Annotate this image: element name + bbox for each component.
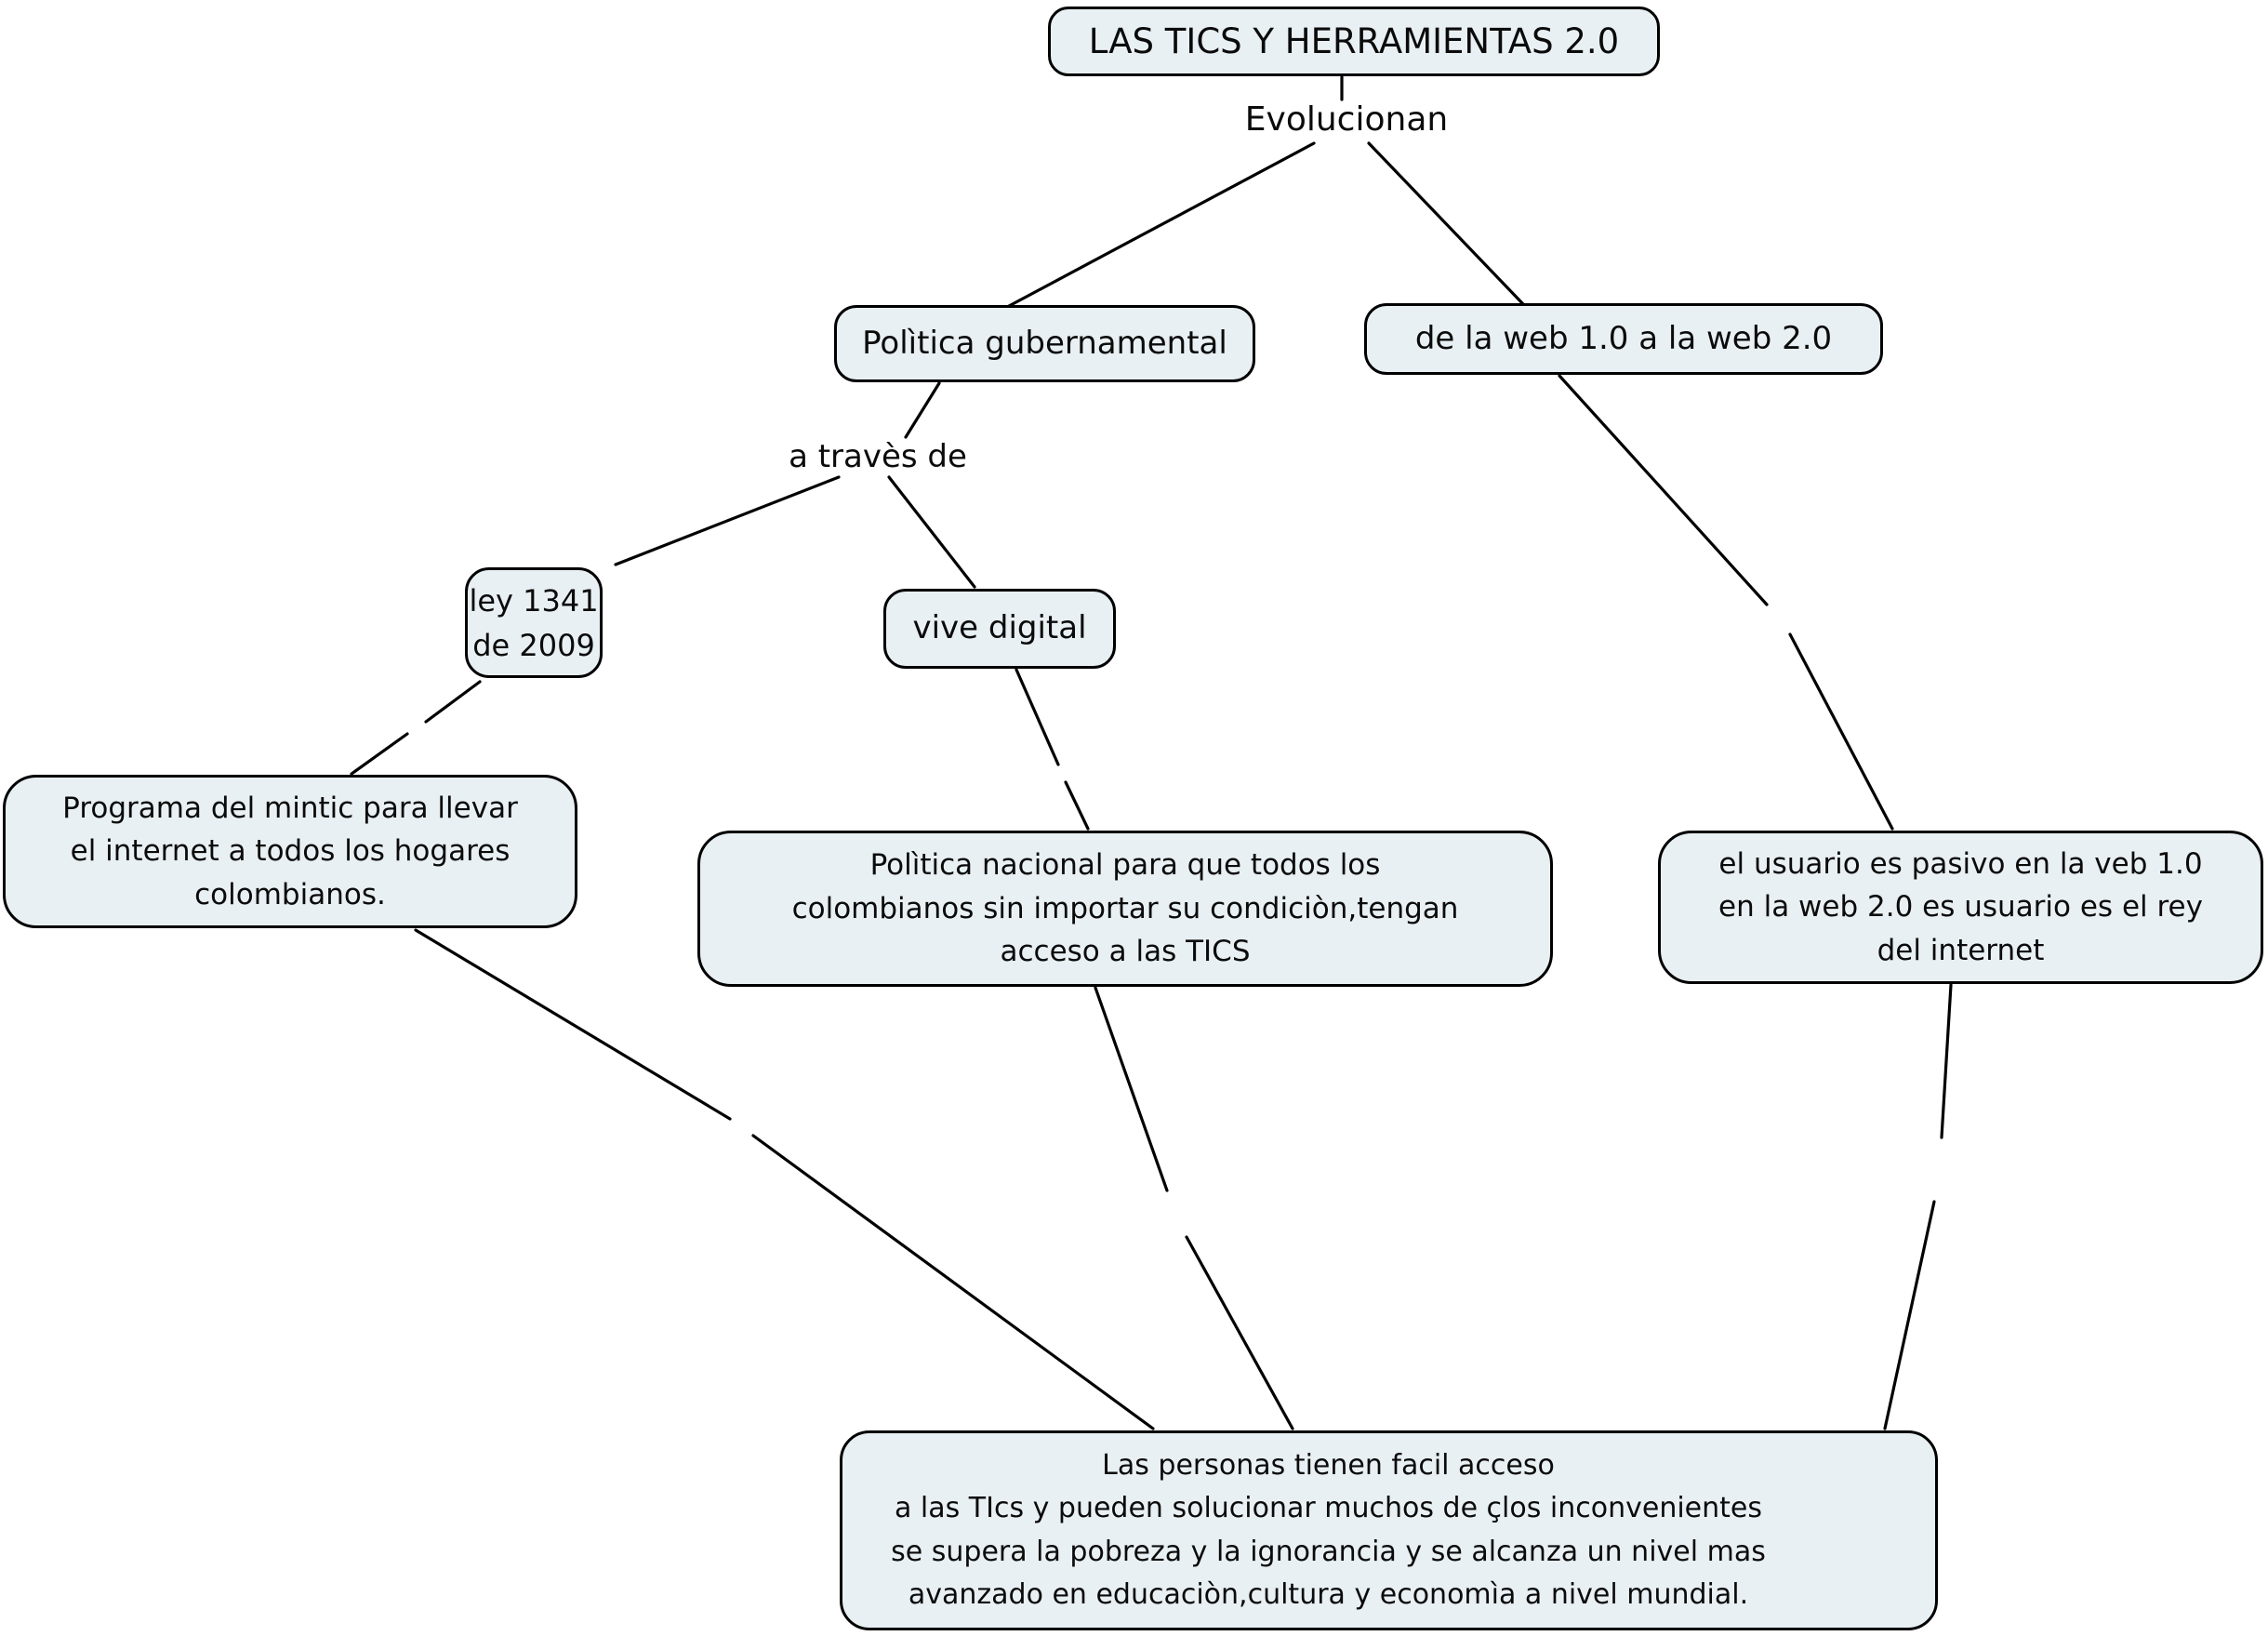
concept-node-politica-gubernamental[interactable]: Polìtica gubernamental (834, 305, 1255, 382)
concept-node-politica-nacional[interactable]: Polìtica nacional para que todos los col… (697, 831, 1553, 987)
link-label-evolucionan[interactable]: Evolucionan (1244, 100, 1449, 139)
edge-usuario-web-to-personas-acceso (1883, 983, 1953, 1430)
edge-a-traves-de-to-vive-digital (887, 475, 976, 589)
concept-node-personas-facil-acceso[interactable]: Las personas tienen facil acceso a las T… (840, 1430, 1938, 1630)
edge-evolucionan-to-politica-gubernamental (1007, 141, 1316, 308)
edge-politica-nacional-to-personas-acceso (1094, 986, 1294, 1430)
concept-node-de-la-web-1-a-2[interactable]: de la web 1.0 a la web 2.0 (1364, 303, 1883, 375)
concept-node-vive-digital[interactable]: vive digital (883, 589, 1116, 669)
edge-ley-1341-to-programa-mintic (350, 680, 482, 776)
edge-evolucionan-to-web-evolution (1367, 141, 1525, 306)
concept-node-programa-mintic[interactable]: Programa del mintic para llevar el inter… (3, 775, 577, 928)
edge-a-traves-de-to-ley-1341 (614, 475, 841, 566)
concept-node-usuario-pasivo-rey[interactable]: el usuario es pasivo en la veb 1.0 en la… (1658, 831, 2263, 984)
concept-node-las-tics-y-herramientas[interactable]: LAS TICS Y HERRAMIENTAS 2.0 (1048, 7, 1660, 76)
edge-politica-gubernamental-to-a-traves-de (904, 381, 941, 439)
edge-web-evolution-to-usuario-web (1558, 374, 1894, 831)
edge-programa-mintic-to-personas-acceso (414, 928, 1155, 1430)
edge-vive-digital-to-politica-nacional (1015, 668, 1090, 831)
link-label-a-traves-de[interactable]: a travès de (789, 438, 967, 475)
concept-node-ley-1341-de-2009[interactable]: ley 1341 de 2009 (465, 567, 603, 678)
